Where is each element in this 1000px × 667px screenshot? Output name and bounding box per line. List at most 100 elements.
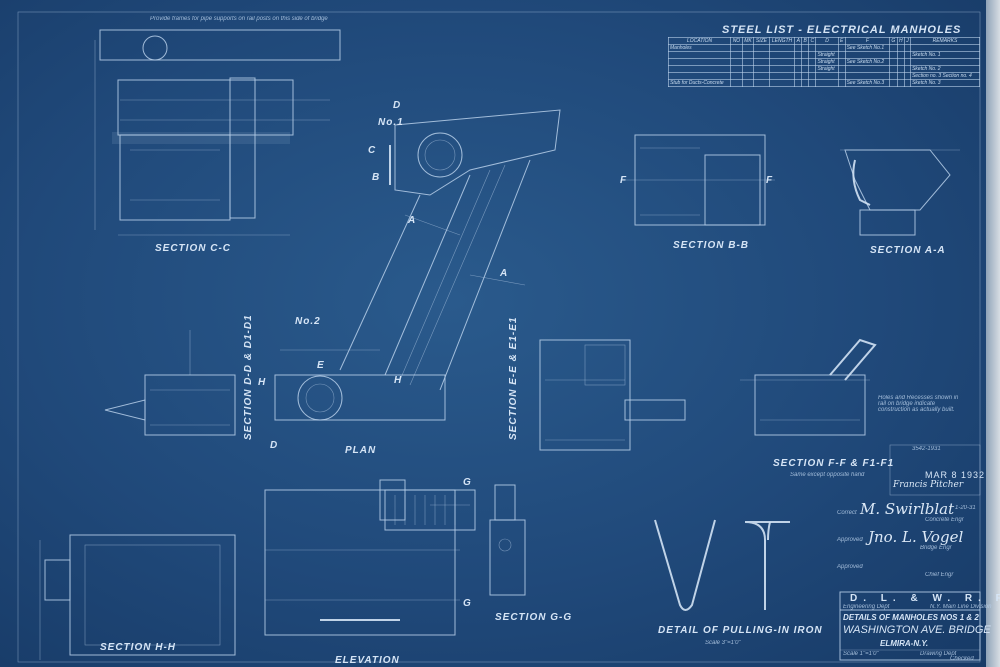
remark: Section no. 4 bbox=[942, 73, 972, 79]
marker-g: G bbox=[463, 477, 472, 488]
section-ee-drawing bbox=[539, 339, 686, 451]
title-block-lines bbox=[839, 591, 981, 661]
label-no1: No.1 bbox=[378, 117, 404, 128]
plan-drawing bbox=[274, 109, 561, 421]
table-row: Section no. 3 Section no. 4 bbox=[667, 72, 981, 80]
section-dd-drawing bbox=[104, 330, 236, 436]
pulling-iron-scale: Scale 3"=1'0" bbox=[705, 640, 741, 646]
marker-d: D bbox=[393, 100, 402, 111]
label-section-cc: SECTION C-C bbox=[155, 243, 231, 254]
section-hh-drawing bbox=[39, 534, 236, 660]
col-h: H bbox=[896, 37, 905, 45]
section-cc-drawing bbox=[94, 29, 341, 236]
title-checked: Checked bbox=[950, 656, 974, 662]
col-g: G bbox=[889, 37, 898, 45]
section-ff-drawing bbox=[740, 338, 877, 436]
label-pulling-iron: DETAIL OF PULLING-IN IRON bbox=[658, 625, 823, 636]
remark: Sketch No. 1 bbox=[909, 51, 981, 59]
steel-list-title: STEEL LIST - ELECTRICAL MANHOLES bbox=[722, 24, 962, 36]
col-c: C bbox=[808, 37, 817, 45]
marker-h: H bbox=[394, 375, 403, 386]
row-note: See Sketch No.3 bbox=[844, 79, 891, 87]
paper-edge bbox=[986, 0, 1000, 667]
table-header-row: LOCATION NO MK SIZE LENGTH A B C D E F G… bbox=[667, 37, 981, 45]
col-location: LOCATION bbox=[667, 37, 732, 45]
correct-label: Correct bbox=[837, 510, 857, 516]
remark: Sketch No. 3 bbox=[909, 79, 981, 87]
correct-date: 1-20-31 bbox=[955, 505, 976, 511]
right-note: Holes and Recesses shown in rail on brid… bbox=[878, 395, 959, 413]
label-section-ff: SECTION F-F & F1-F1 bbox=[773, 458, 895, 469]
approved2-label: Approved bbox=[837, 564, 863, 570]
stamp-date: MAR 8 1932 bbox=[925, 470, 986, 480]
top-note: Provide frames for pipe supports on rail… bbox=[150, 16, 328, 22]
row-label: Manholes bbox=[667, 44, 732, 52]
title-dept-left: Engineering Dept bbox=[843, 604, 890, 610]
marker-e: E bbox=[317, 360, 325, 371]
approved-label: Approved bbox=[837, 537, 863, 543]
row-note: Straight bbox=[815, 65, 839, 73]
label-section-gg: SECTION G-G bbox=[495, 612, 573, 623]
table-row: Stub for Ducts-Concrete See Sketch No.3 Sk… bbox=[667, 79, 981, 87]
marker-h: H bbox=[258, 377, 267, 388]
title-line1: DETAILS OF MANHOLES NOS 1 & 2 bbox=[843, 613, 979, 622]
marker-f: F bbox=[766, 175, 774, 186]
approved2-role: Chief Engr bbox=[925, 572, 954, 578]
col-length: LENGTH bbox=[768, 37, 796, 45]
label-no2: No.2 bbox=[295, 316, 321, 327]
row-note: See Sketch No.1 bbox=[844, 44, 891, 52]
label-elevation: ELEVATION bbox=[335, 655, 400, 666]
row-note: Straight bbox=[815, 58, 839, 66]
label-section-bb: SECTION B-B bbox=[673, 240, 749, 251]
row-note: Straight bbox=[815, 51, 839, 59]
label-section-ee: SECTION E-E & E1-E1 bbox=[508, 316, 519, 440]
title-scale: Scale 1"=1'0" bbox=[843, 651, 879, 657]
marker-d: D bbox=[270, 440, 279, 451]
table-row: Manholes See Sketch No.1 bbox=[667, 44, 981, 52]
label-section-aa: SECTION A-A bbox=[870, 245, 946, 256]
col-mk: MK bbox=[741, 37, 755, 45]
remark: Section no. 3 bbox=[911, 73, 942, 79]
col-remarks: REMARKS bbox=[909, 37, 981, 45]
pulling-iron-drawing bbox=[654, 519, 790, 611]
stamp-number: 3542-1931 bbox=[912, 446, 941, 452]
label-section-hh: SECTION H-H bbox=[100, 642, 176, 653]
row-label: Stub for Ducts-Concrete bbox=[667, 79, 732, 87]
title-drawn: Drawing Dept bbox=[920, 651, 957, 657]
label-section-dd: SECTION D-D & D1-D1 bbox=[243, 314, 254, 440]
marker-b: B bbox=[372, 172, 381, 183]
col-d: D bbox=[815, 37, 839, 45]
marker-a: A bbox=[500, 268, 509, 279]
title-line3: ELMIRA-N.Y. bbox=[880, 639, 929, 648]
steel-list-table: LOCATION NO MK SIZE LENGTH A B C D E F G… bbox=[667, 37, 981, 87]
section-ff-note: Same except opposite hand bbox=[790, 472, 865, 478]
col-a: A bbox=[794, 37, 803, 45]
title-company: D. L. & W. R. R. bbox=[850, 593, 1000, 604]
table-row: Straight Sketch No. 1 bbox=[667, 51, 981, 59]
col-b: B bbox=[801, 37, 810, 45]
stamp-box bbox=[889, 444, 981, 496]
correct-role: Concrete Engr bbox=[925, 517, 964, 523]
stamp-signature: Francis Pitcher bbox=[893, 480, 964, 490]
sheet-border bbox=[17, 11, 981, 663]
marker-g: G bbox=[463, 598, 472, 609]
elevation-drawing bbox=[264, 479, 476, 636]
section-bb-drawing bbox=[625, 134, 775, 226]
col-f: F bbox=[844, 37, 891, 45]
remark: Sketch No. 2 bbox=[909, 65, 981, 73]
col-e: E bbox=[837, 37, 846, 45]
section-gg-drawing bbox=[489, 484, 526, 596]
approved-signature: Jno. L. Vogel bbox=[868, 528, 964, 546]
marker-c: C bbox=[368, 145, 377, 156]
col-no: NO bbox=[730, 37, 743, 45]
marker-a: A bbox=[408, 215, 417, 226]
col-size: SIZE bbox=[753, 37, 770, 45]
marker-f: F bbox=[620, 175, 628, 186]
table-row: Straight Sketch No. 2 bbox=[667, 65, 981, 73]
section-aa-drawing bbox=[840, 149, 960, 236]
correct-signature: M. Swirlblat bbox=[860, 500, 955, 518]
label-plan: PLAN bbox=[345, 445, 377, 456]
